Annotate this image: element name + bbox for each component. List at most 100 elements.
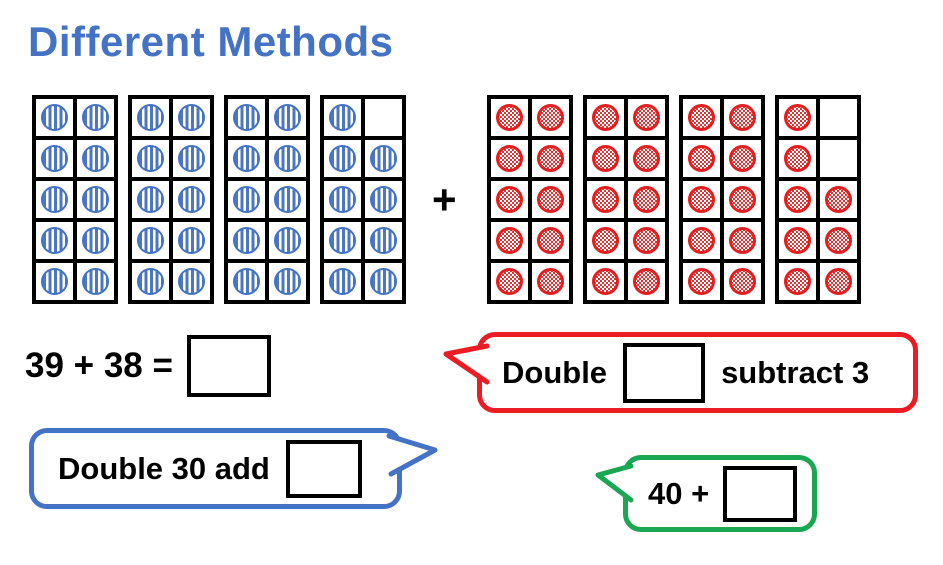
counter-red-icon [496,104,523,131]
ten-frame-cell [34,179,75,220]
ten-frame [320,95,406,304]
ten-frame-cell [777,261,818,302]
ten-frame-cell [489,138,530,179]
ten-frame-cell [585,97,626,138]
counter-blue-icon [178,268,205,295]
callout-double-add: Double 30 add [29,428,402,509]
counter-red-icon [592,186,619,213]
counter-red-icon [784,227,811,254]
ten-frame-cell [489,97,530,138]
ten-frame-cell [34,220,75,261]
ten-frame-cell [226,97,267,138]
counter-blue-icon [41,104,68,131]
counter-red-icon [537,268,564,295]
ten-frame-cell [226,138,267,179]
ten-frame [487,95,573,304]
ten-frame-cell [489,179,530,220]
ten-frame-cell [818,97,859,138]
ten-frame-cell [75,220,116,261]
counter-red-icon [633,145,660,172]
counter-blue-icon [178,145,205,172]
equation-text: 39 + 38 = [25,346,173,385]
counter-red-icon [592,268,619,295]
ten-frame-cell [130,220,171,261]
counter-blue-icon [274,145,301,172]
ten-frame-cell [34,97,75,138]
ten-frame [583,95,669,304]
counter-blue-icon [329,227,356,254]
counter-red-icon [633,227,660,254]
ten-frame-cell [626,97,667,138]
counter-blue-icon [370,186,397,213]
counter-blue-icon [137,227,164,254]
counter-blue-icon [370,227,397,254]
ten-frame-cell [130,97,171,138]
ten-frame [32,95,118,304]
ten-frame-cell [171,138,212,179]
ten-frame-cell [530,97,571,138]
counter-blue-icon [370,268,397,295]
counter-red-icon [592,227,619,254]
ten-frame-cell [75,138,116,179]
counter-red-icon [633,104,660,131]
ten-frame-cell [530,261,571,302]
ten-frame-cell [626,220,667,261]
plus-sign: + [432,176,457,223]
counter-red-icon [537,104,564,131]
counter-red-icon [688,186,715,213]
equation-answer-box[interactable] [186,335,271,397]
counter-red-icon [633,186,660,213]
counter-blue-icon [137,145,164,172]
ten-frame-cell [530,220,571,261]
ten-frame-cell [681,179,722,220]
counter-blue-icon [233,145,260,172]
callout-red-answer-box[interactable] [623,342,706,403]
counter-red-icon [688,227,715,254]
callout-green-answer-box[interactable] [723,465,798,522]
counter-blue-icon [370,145,397,172]
ten-frame-cell [722,220,763,261]
counter-blue-icon [82,268,109,295]
counter-blue-icon [82,145,109,172]
ten-frame-cell [363,220,404,261]
counter-blue-icon [137,186,164,213]
callout-green-text: 40 + [648,475,710,511]
ten-frame-cell [489,261,530,302]
ten-frame-cell [226,220,267,261]
ten-frame-cell [363,261,404,302]
ten-frame-cell [267,220,308,261]
ten-frame [128,95,214,304]
counter-red-icon [633,268,660,295]
ten-frame [679,95,765,304]
counter-red-icon [537,145,564,172]
ten-frame-cell [681,261,722,302]
ten-frame-cell [130,261,171,302]
counter-red-icon [688,145,715,172]
ten-frame-cell [363,97,404,138]
ten-frame-cell [681,220,722,261]
ten-frame-cell [681,138,722,179]
counter-red-icon [784,268,811,295]
ten-frame-cell [171,179,212,220]
callout-blue-answer-box[interactable] [285,439,362,498]
counter-blue-icon [329,104,356,131]
ten-frame-cell [171,261,212,302]
counter-blue-icon [82,186,109,213]
ten-frame-cell [130,179,171,220]
counter-blue-icon [41,186,68,213]
counter-red-icon [825,186,852,213]
counter-blue-icon [178,186,205,213]
counter-blue-icon [178,104,205,131]
ten-frame-cell [226,261,267,302]
ten-frame-cell [489,220,530,261]
counter-red-icon [729,227,756,254]
counter-blue-icon [274,227,301,254]
ten-frame-cell [322,179,363,220]
counter-blue-icon [274,268,301,295]
counter-red-icon [496,145,523,172]
counter-blue-icon [41,268,68,295]
ten-frames-red-group [487,95,861,304]
ten-frame-cell [171,97,212,138]
ten-frame-cell [363,179,404,220]
